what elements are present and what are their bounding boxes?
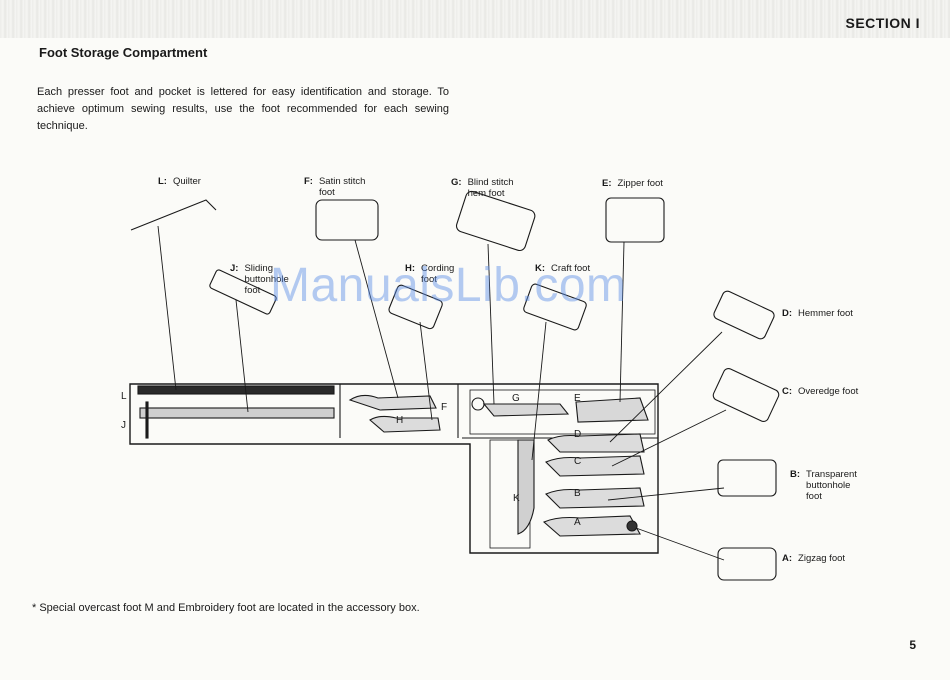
hemmer-foot-stored [547, 433, 645, 453]
sliding-foot-drawing [209, 269, 277, 315]
label-blind-stitch-hem-foot: G:Blind stitch hem foot [451, 177, 514, 199]
footnote: * Special overcast foot M and Embroidery… [32, 602, 420, 614]
hemmer-foot-drawing [713, 290, 775, 340]
slot-letter-B: B [574, 488, 581, 499]
slot-letter-A: A [574, 517, 581, 528]
slot-letter-D: D [574, 429, 581, 440]
page-title: Foot Storage Compartment [39, 45, 208, 60]
overedge-foot-drawing [712, 368, 780, 422]
cording-foot-stored [369, 415, 441, 433]
watermark: ManualsLib.com [270, 259, 627, 312]
page-number: 5 [909, 638, 916, 652]
label-transparent-buttonhole-foot: B:Transparent buttonhole foot [790, 469, 857, 502]
label-sliding-buttonhole-foot: J:Sliding buttonhole foot [230, 263, 289, 296]
buttonhole-foot-stored [545, 487, 645, 509]
slot-letter-J: J [121, 420, 126, 431]
sliding-buttonhole-foot-stored [139, 401, 335, 439]
label-quilter: L:Quilter [158, 176, 201, 187]
overedge-foot-stored [545, 455, 645, 477]
label-craft-foot: K:Craft foot [535, 263, 591, 274]
quilter-guide-drawing [130, 199, 217, 231]
label-satin-stitch-foot: F:Satin stitch foot [304, 176, 366, 198]
satin-foot-drawing [315, 199, 379, 241]
section-label: SECTION I [845, 15, 920, 31]
slot-letter-G: G [512, 393, 520, 404]
slot-letter-L: L [121, 391, 127, 402]
slot-letter-K: K [513, 493, 520, 504]
scanned-header-band [0, 0, 950, 38]
intro-paragraph: Each presser foot and pocket is lettered… [37, 86, 449, 132]
quilter-bar [137, 385, 335, 395]
blind-foot-drawing [455, 190, 536, 252]
cording-foot-drawing [388, 284, 443, 330]
zipper-foot-drawing [605, 197, 665, 243]
buttonhole-foot-drawing [717, 459, 777, 497]
slot-letter-C: C [574, 456, 581, 467]
slot-letter-H: H [396, 415, 403, 426]
label-hemmer-foot: D:Hemmer foot [782, 308, 853, 319]
craft-foot-stored [517, 439, 535, 535]
slot-letter-F: F [441, 402, 447, 413]
craft-foot-drawing [523, 283, 587, 331]
label-cording-foot: H:Cording foot [405, 263, 455, 285]
label-zigzag-foot: A:Zigzag foot [782, 553, 846, 564]
satin-stitch-foot-stored [348, 394, 437, 411]
zigzag-foot-drawing [717, 547, 777, 581]
zipper-foot-stored [575, 397, 649, 423]
label-overedge-foot: C:Overedge foot [782, 386, 859, 397]
zigzag-foot-stored [542, 515, 641, 537]
slot-letter-E: E [574, 393, 581, 404]
label-zipper-foot: E:Zipper foot [602, 178, 663, 189]
blind-stitch-foot-stored [471, 397, 570, 417]
